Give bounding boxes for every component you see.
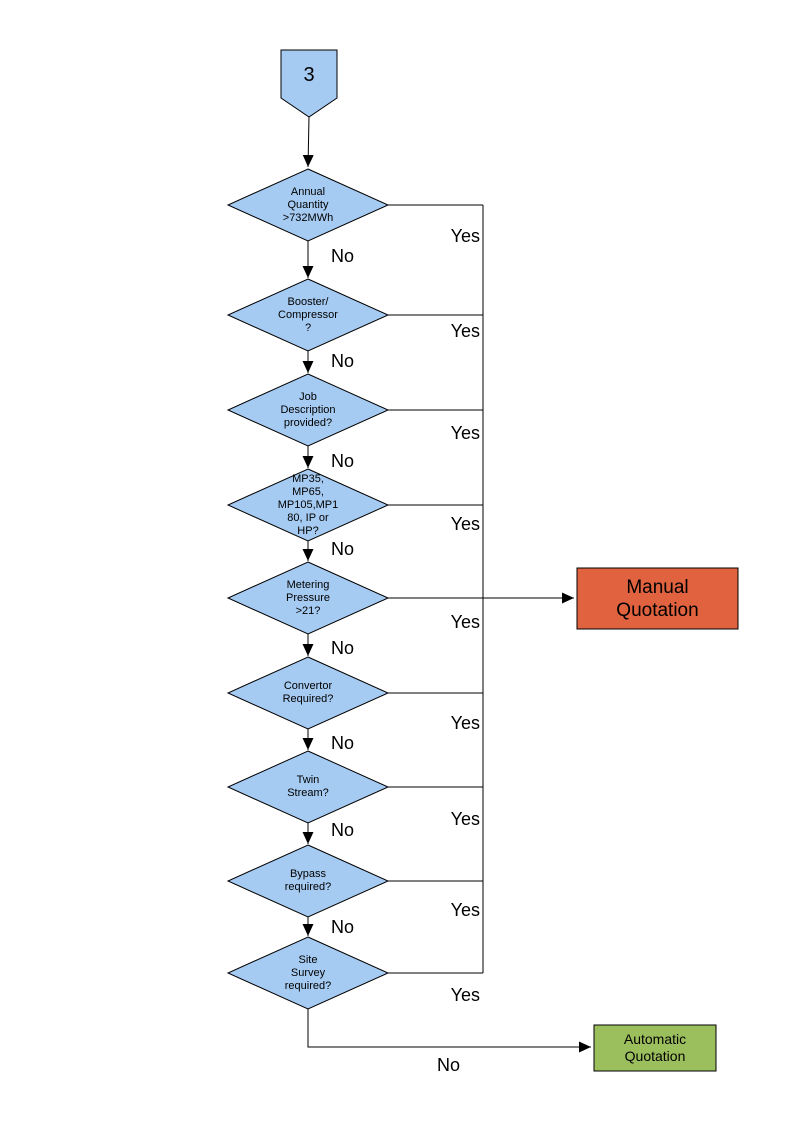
no-label-annual-quantity: No: [331, 246, 355, 266]
arrow-no-to-automatic-quotation: [307, 1009, 591, 1053]
yes-label-site-survey: Yes: [450, 985, 480, 1005]
decision-metering-pressure: [226, 561, 390, 635]
decision-twin-stream: [226, 750, 390, 824]
decision-meter-type: [226, 468, 390, 542]
decision-twin-stream-label: Twin Stream?: [287, 774, 329, 799]
yes-label-twin-stream: Yes: [450, 809, 480, 829]
no-label-twin-stream: No: [331, 820, 355, 840]
decision-booster-compressor: [226, 278, 390, 352]
decision-annual-quantity: [226, 168, 390, 242]
manual-quotation-label: Manual Quotation: [616, 576, 699, 621]
arrow-connector-to-annual-quantity: [302, 116, 314, 168]
decision-metering-pressure-label: Metering Pressure >21?: [285, 578, 331, 617]
decision-site-survey-label: Site Survey required?: [284, 953, 332, 992]
automatic-quotation-box: [593, 1024, 717, 1072]
no-label-convertor-required: No: [331, 733, 355, 753]
yes-label-metering-pressure: Yes: [450, 612, 480, 632]
no-label-meter-type: No: [331, 539, 355, 559]
yes-label-meter-type: Yes: [450, 514, 480, 534]
no-label-job-description: No: [331, 451, 355, 471]
decision-bypass-required: [226, 844, 390, 918]
yes-label-booster-compressor: Yes: [450, 321, 480, 341]
yes-label-bypass-required: Yes: [450, 900, 480, 920]
manual-quotation-box: [576, 567, 739, 630]
decision-annual-quantity-label: Annual Quantity >732MWh: [282, 185, 334, 224]
decision-job-description: [226, 373, 390, 447]
no-label-metering-pressure: No: [331, 638, 355, 658]
decision-bypass-required-label: Bypass required?: [284, 868, 332, 893]
no-label-site-survey: No: [437, 1055, 461, 1075]
yes-label-job-description: Yes: [450, 423, 480, 443]
yes-label-annual-quantity: Yes: [450, 226, 480, 246]
automatic-quotation-label: Automatic Quotation: [623, 1031, 687, 1064]
decision-convertor-required: [226, 656, 390, 730]
no-label-booster-compressor: No: [331, 351, 355, 371]
decision-convertor-required-label: Convertor Required?: [282, 680, 334, 705]
no-label-bypass-required: No: [331, 917, 355, 937]
decision-booster-compressor-label: Booster/ Compressor ?: [278, 295, 338, 334]
decision-site-survey: [226, 936, 390, 1010]
decision-job-description-label: Job Description provided?: [280, 390, 336, 429]
offpage-connector-label: 3: [303, 63, 315, 86]
offpage-connector-shape: [280, 49, 338, 118]
decision-meter-type-label: MP35, MP65, MP105,MP1 80, IP or HP?: [277, 472, 339, 537]
yes-label-convertor-required: Yes: [450, 713, 480, 733]
